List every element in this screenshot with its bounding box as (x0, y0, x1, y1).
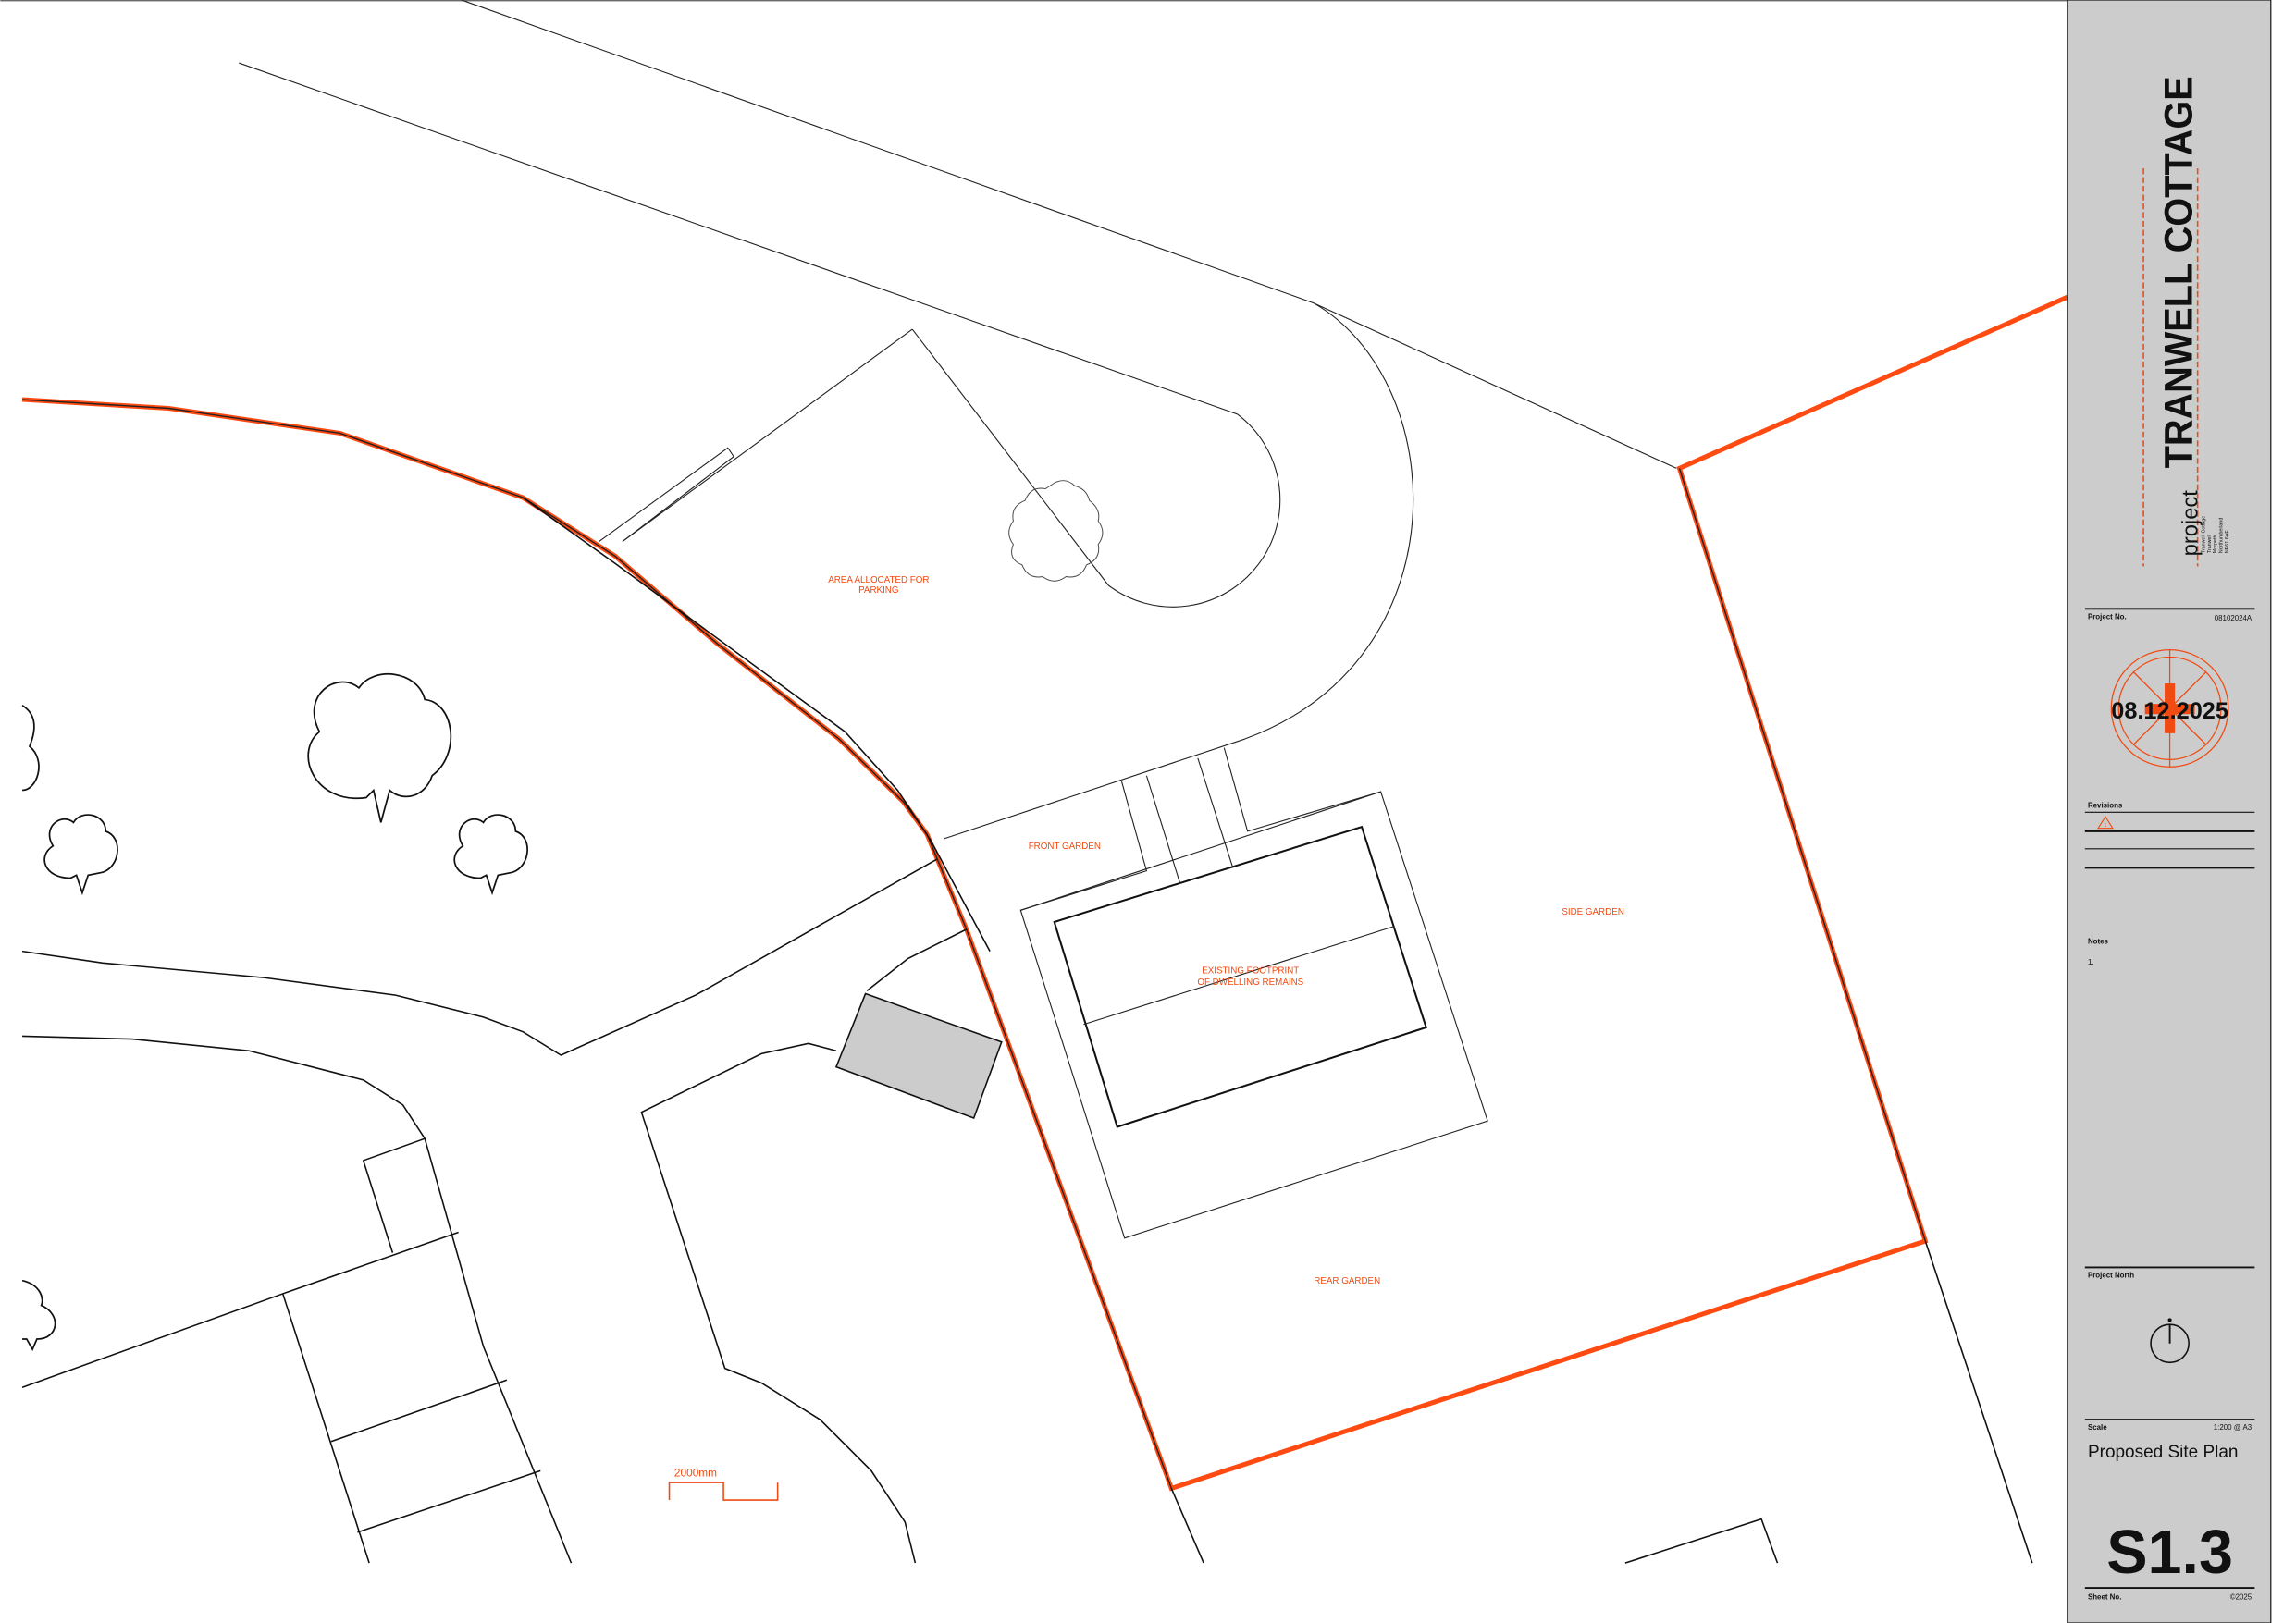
project-name: TRANWELL COTTAGE (2156, 76, 2201, 468)
revisions-label: Revisions (2088, 802, 2123, 810)
road-edge (640, 1042, 917, 1564)
parking-edge (911, 328, 1109, 586)
notes-label: Notes (2088, 938, 2109, 946)
address-line: Morpeth (2213, 535, 2218, 553)
front-garden-label: FRONT GARDEN (1029, 842, 1101, 852)
path-edge (1145, 775, 1181, 884)
scale-value: 1:200 @ A3 (2214, 1423, 2253, 1432)
plot-line (1624, 1518, 1779, 1564)
project-address: Tranwell Cottage Tranwell Morpeth Northu… (2202, 516, 2230, 553)
parking-edge (622, 328, 913, 542)
plot-line (1924, 1240, 2033, 1564)
plot-line (357, 1469, 541, 1533)
address-line: NE61 6AF (2225, 530, 2230, 554)
north-arrow-icon (2150, 1318, 2190, 1364)
tree-canopy (1008, 480, 1104, 582)
side-garden-label: SIDE GARDEN (1562, 907, 1624, 917)
project-no-label: Project No. (2088, 612, 2127, 621)
rear-garden-label: REAR GARDEN (1314, 1276, 1380, 1286)
plot-line (281, 1293, 370, 1564)
parking-strip (599, 447, 734, 542)
path-edge (1197, 757, 1234, 868)
scale-label: Scale (2088, 1423, 2107, 1432)
tree-icon (21, 705, 40, 792)
scale-bar (668, 1482, 779, 1501)
dwelling-divider (1083, 926, 1395, 1026)
dwelling-footprint-label: OF DWELLING REMAINS (1197, 977, 1303, 988)
dwelling-plot (1019, 791, 1488, 1239)
road-edge (22, 1035, 573, 1564)
boundary-fence (522, 497, 991, 953)
plot-line (330, 1379, 508, 1443)
existing-dwelling-footprint (1053, 825, 1427, 1128)
boundary-wall (22, 399, 1172, 1489)
sheet-number: S1.3 (2106, 1518, 2233, 1587)
compass-stamp-icon (2110, 648, 2229, 768)
road-edge (866, 928, 968, 991)
site-drawing: AREA ALLOCATED FOR PARKING FRONT GARDEN … (21, 0, 2068, 1564)
shed (834, 992, 1003, 1120)
parking-area-label: PARKING (858, 585, 898, 596)
boundary-wall (1678, 468, 1926, 1242)
address-line: Tranwell (2207, 535, 2213, 553)
address-line: Northumberland (2219, 518, 2225, 554)
path-edge (1020, 781, 1148, 911)
revision-marker: 1 (2104, 823, 2106, 829)
copyright: ©2025 (2230, 1593, 2253, 1602)
issue-date: 08.12.2025 (2111, 698, 2228, 724)
revision-triangle-icon (2097, 815, 2114, 830)
dwelling-footprint-label: EXISTING FOOTPRINT (1202, 965, 1299, 976)
parking-area-label: AREA ALLOCATED FOR (828, 575, 929, 585)
road-edge (21, 858, 938, 1056)
scale-bar-label: 2000mm (674, 1467, 717, 1480)
sheet-no-label: Sheet No. (2088, 1593, 2121, 1602)
path-edge (1223, 747, 1381, 832)
tree-icon (21, 1279, 56, 1352)
north-label: Project North (2088, 1272, 2134, 1280)
plot-line (1170, 1488, 1204, 1564)
cul-de-sac-outer (944, 302, 1414, 840)
project-label: project (2179, 490, 2203, 557)
tree-icon (453, 814, 528, 896)
plot-line (362, 1137, 426, 1253)
address-line: Tranwell Cottage (2202, 516, 2207, 553)
tree-icon (307, 673, 452, 823)
title-block: TRANWELL COTTAGE project Tranwell Cottag… (2067, 0, 2272, 1623)
drawing-title: Proposed Site Plan (2088, 1443, 2239, 1462)
cul-de-sac-inner (239, 62, 1281, 608)
tree-icon (43, 814, 118, 896)
project-no-value: 08102024A (2215, 614, 2253, 622)
note-item: 1. (2088, 958, 2094, 966)
